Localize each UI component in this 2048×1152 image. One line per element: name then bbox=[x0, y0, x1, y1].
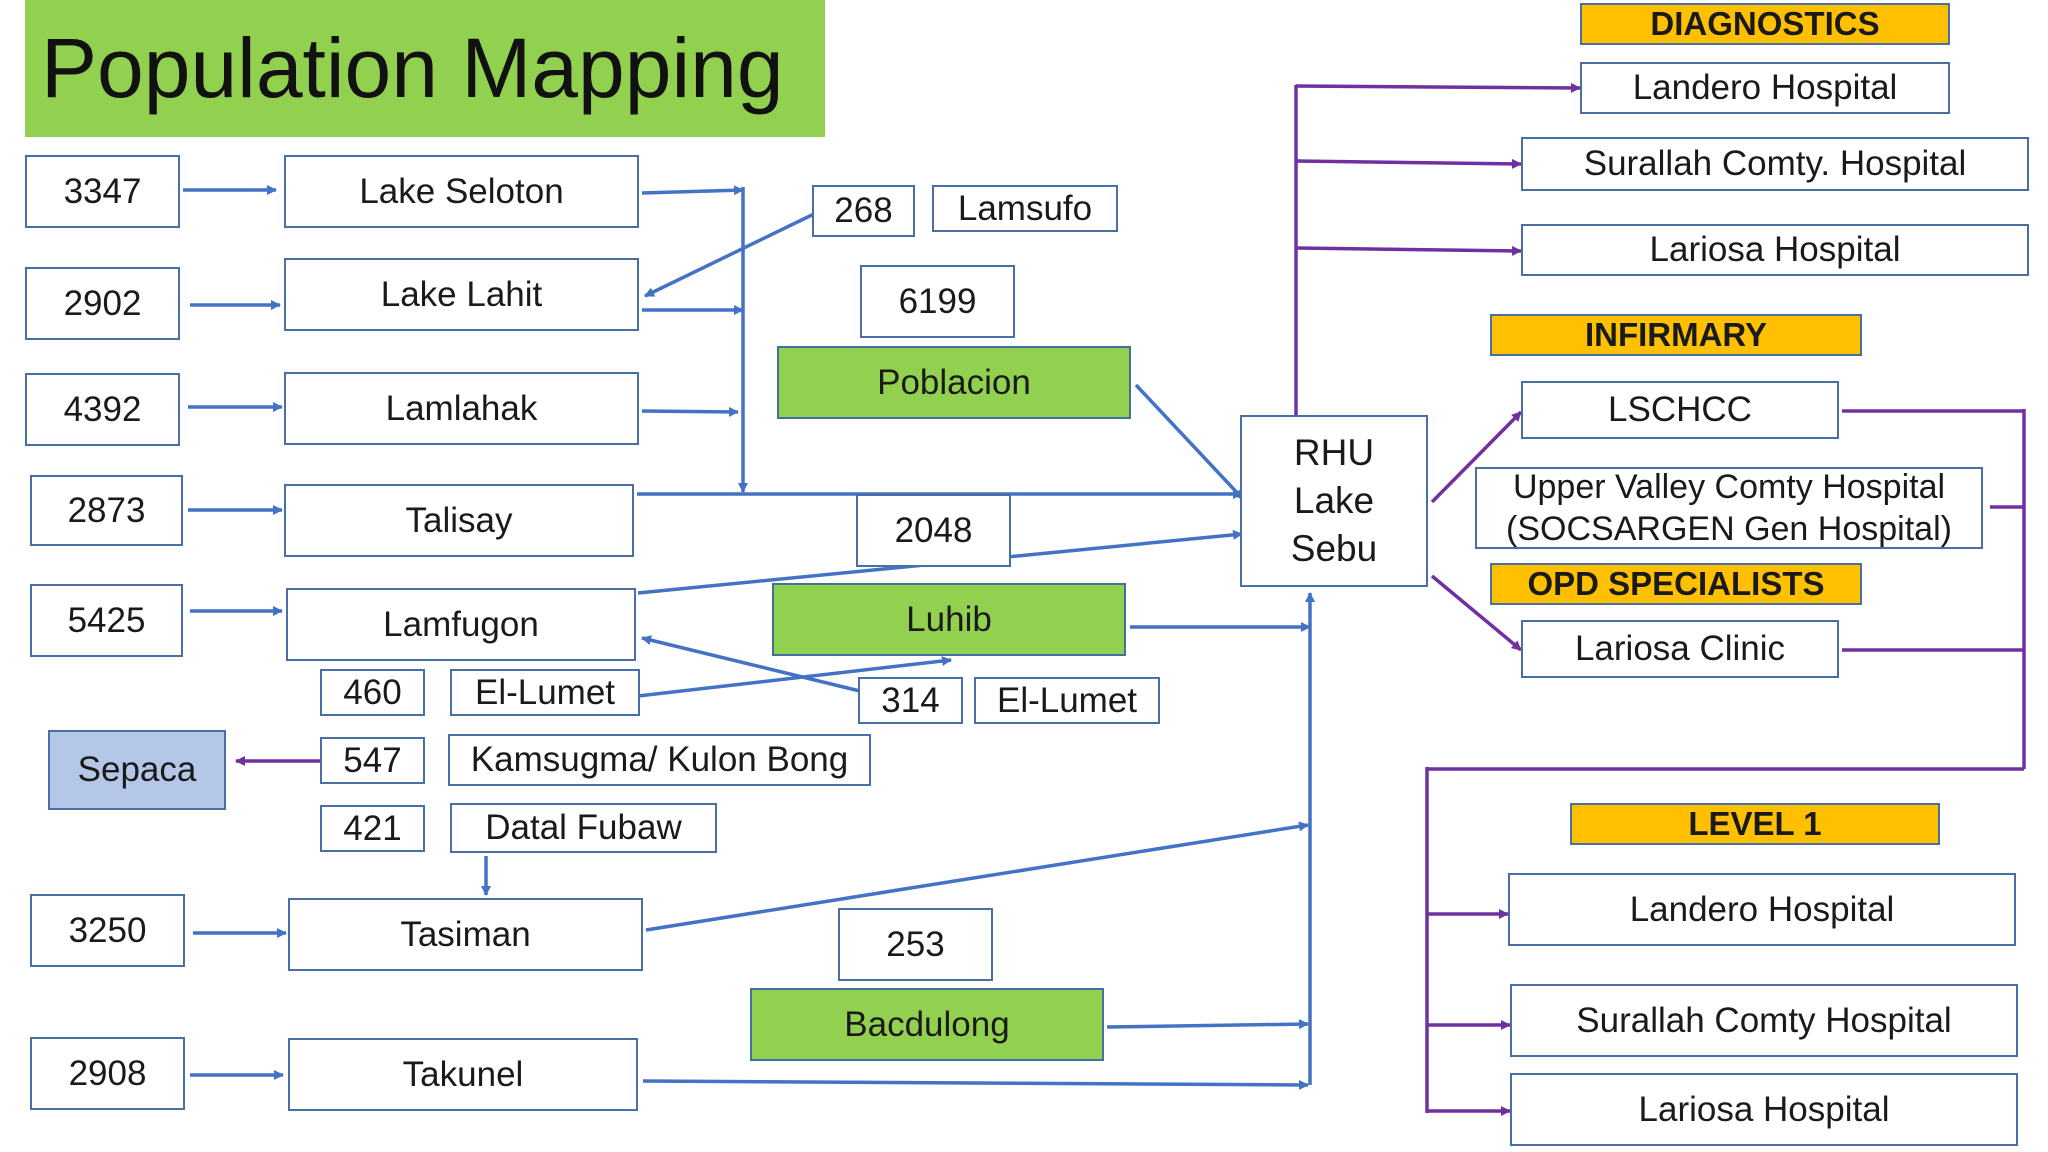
facility-diag-landero: Landero Hospital bbox=[1580, 62, 1950, 114]
population-box-lamfugon: 5425 bbox=[30, 584, 183, 657]
connector-arrow bbox=[1430, 574, 1523, 652]
barangay-lake-seloton: Lake Seloton bbox=[284, 155, 639, 228]
facility-l1-surallah: Surallah Comty Hospital bbox=[1510, 984, 2018, 1057]
connector-arrow bbox=[1106, 1019, 1309, 1030]
barangay-lamsufo: Lamsufo bbox=[932, 185, 1118, 232]
barangay-luhib: Luhib bbox=[772, 583, 1126, 656]
barangay-poblacion: Poblacion bbox=[777, 346, 1131, 419]
population-box-poblacion: 6199 bbox=[860, 265, 1015, 338]
barangay-talisay: Talisay bbox=[284, 484, 634, 557]
population-box-center: 2048 bbox=[856, 494, 1011, 567]
barangay-takunel: Takunel bbox=[288, 1038, 638, 1111]
barangay-tasiman: Tasiman bbox=[288, 898, 643, 971]
connector-arrow bbox=[644, 211, 817, 298]
connector-arrow bbox=[637, 656, 952, 698]
barangay-lamlahak: Lamlahak bbox=[284, 372, 639, 445]
barangay-el-lumet-b: El-Lumet bbox=[974, 677, 1160, 724]
population-box-bacdulong: 253 bbox=[838, 908, 993, 981]
category-opd-specialists: OPD SPECIALISTS bbox=[1490, 563, 1862, 605]
connector-arrow bbox=[641, 635, 865, 694]
upper-valley-line-2: (SOCSARGEN Gen Hospital) bbox=[1506, 510, 1952, 548]
barangay-sepaca: Sepaca bbox=[48, 730, 226, 810]
connector-arrow bbox=[645, 821, 1309, 932]
barangay-kamsugma: Kamsugma/ Kulon Bong bbox=[448, 734, 871, 786]
population-box-talisay: 2873 bbox=[30, 475, 183, 546]
barangay-el-lumet-a: El-Lumet bbox=[450, 669, 640, 716]
population-box-kamsugma: 547 bbox=[320, 737, 425, 784]
connector-arrow bbox=[1134, 383, 1245, 501]
facility-l1-landero: Landero Hospital bbox=[1508, 873, 2016, 946]
category-diagnostics: DIAGNOSTICS bbox=[1580, 3, 1950, 45]
upper-valley-line-1: Upper Valley Comty Hospital bbox=[1512, 467, 1946, 506]
population-box-el-lumet-a: 460 bbox=[320, 669, 425, 716]
facility-lschcc: LSCHCC bbox=[1521, 381, 1839, 439]
facility-diag-surallah: Surallah Comty. Hospital bbox=[1521, 137, 2029, 191]
page-title: Population Mapping bbox=[25, 0, 825, 137]
facility-diag-lariosa: Lariosa Hospital bbox=[1521, 224, 2029, 276]
population-box-tasiman: 3250 bbox=[30, 894, 185, 967]
category-level-1: LEVEL 1 bbox=[1570, 803, 1940, 845]
rhu-line-1: RHU bbox=[1293, 431, 1375, 473]
population-box-datal-fubaw: 421 bbox=[320, 805, 425, 852]
barangay-lake-lahit: Lake Lahit bbox=[284, 258, 639, 331]
facility-upper-valley: Upper Valley Comty Hospital (SOCSARGEN G… bbox=[1475, 467, 1983, 549]
population-box-takunel: 2908 bbox=[30, 1037, 185, 1110]
population-box-lake-seloton: 3347 bbox=[25, 155, 180, 228]
connector-arrow bbox=[1430, 410, 1523, 504]
connector-arrow bbox=[641, 185, 744, 196]
connector-arrow bbox=[641, 406, 739, 417]
rhu-line-2: Lake bbox=[1293, 479, 1375, 521]
connector-arrow bbox=[1295, 245, 1522, 256]
population-box-lake-lahit: 2902 bbox=[25, 267, 180, 340]
facility-lariosa-clinic: Lariosa Clinic bbox=[1521, 620, 1839, 678]
connector-arrow bbox=[1295, 82, 1581, 93]
facility-l1-lariosa: Lariosa Hospital bbox=[1510, 1073, 2018, 1146]
barangay-lamfugon: Lamfugon bbox=[286, 588, 636, 661]
population-box-lamsufo: 268 bbox=[812, 185, 915, 237]
connector-arrow bbox=[1295, 158, 1522, 169]
rhu-line-3: Sebu bbox=[1290, 528, 1378, 570]
barangay-bacdulong: Bacdulong bbox=[750, 988, 1104, 1061]
population-box-el-lumet-b: 314 bbox=[858, 677, 963, 724]
population-box-lamlahak: 4392 bbox=[25, 373, 180, 446]
barangay-datal-fubaw: Datal Fubaw bbox=[450, 803, 717, 853]
category-infirmary: INFIRMARY bbox=[1490, 314, 1862, 356]
connector-arrow bbox=[642, 1079, 1309, 1090]
rhu-lake-sebu-node: RHU Lake Sebu bbox=[1240, 415, 1428, 587]
